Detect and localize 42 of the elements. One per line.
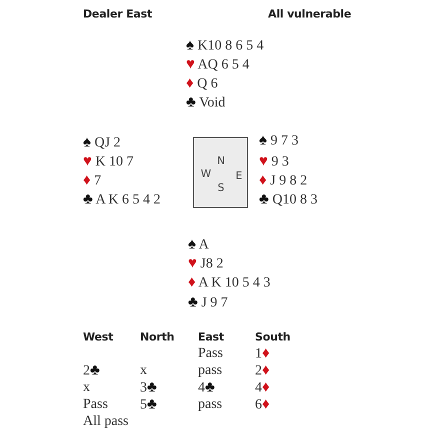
bid-call: 2♦ (255, 364, 270, 378)
bid-call: x (83, 381, 90, 395)
column-heading: East (198, 332, 224, 342)
card-holding: ♠ K10 8 6 5 4 (186, 38, 264, 54)
bid-call: 6♦ (255, 398, 270, 412)
compass-letter: N (217, 156, 225, 166)
card-holding: ♣ Void (186, 96, 226, 110)
card-holding: ♣ A K 6 5 4 2 (83, 192, 161, 208)
bid-call: 2♣ (83, 364, 100, 378)
card-holding: ♣ J 9 7 (188, 296, 228, 310)
bid-call: Pass (198, 347, 223, 361)
bid-call: pass (198, 398, 222, 412)
card-holding: ♦ Q 6 (186, 76, 218, 92)
compass-letter: S (218, 182, 224, 194)
column-heading: South (255, 332, 290, 342)
deal-info-text: All vulnerable (268, 8, 352, 20)
column-heading: North (140, 332, 174, 342)
card-holding: ♣ Q10 8 3 (259, 192, 318, 208)
card-holding: ♥ AQ 6 5 4 (186, 58, 250, 72)
compass-box (193, 137, 248, 208)
card-holding: ♠ 9 7 3 (259, 134, 298, 148)
card-holding: ♥ K 10 7 (83, 154, 134, 170)
compass-letter: E (236, 170, 242, 182)
bid-call: 5♣ (140, 398, 157, 412)
bid-call: 4♣ (198, 380, 215, 396)
bid-call: pass (198, 364, 222, 378)
card-holding: ♥ J8 2 (188, 256, 224, 272)
card-holding: ♠ A (188, 238, 209, 252)
card-holding: ♥ 9 3 (259, 154, 289, 170)
card-holding: ♦ A K 10 5 4 3 (188, 276, 270, 290)
deal-info-text: Dealer East (83, 8, 152, 20)
compass-letter: W (200, 168, 212, 180)
bid-call: All pass (83, 415, 128, 429)
card-holding: ♦ J 9 8 2 (259, 174, 308, 188)
card-holding: ♠ QJ 2 (83, 136, 121, 150)
bid-call: Pass (83, 398, 108, 412)
column-heading: West (83, 332, 114, 342)
bid-call: 1♦ (255, 346, 270, 362)
bid-call: 4♦ (255, 380, 270, 396)
bid-call: x (140, 364, 147, 378)
card-holding: ♦ 7 (83, 174, 102, 188)
bid-call: 3♣ (140, 380, 157, 396)
